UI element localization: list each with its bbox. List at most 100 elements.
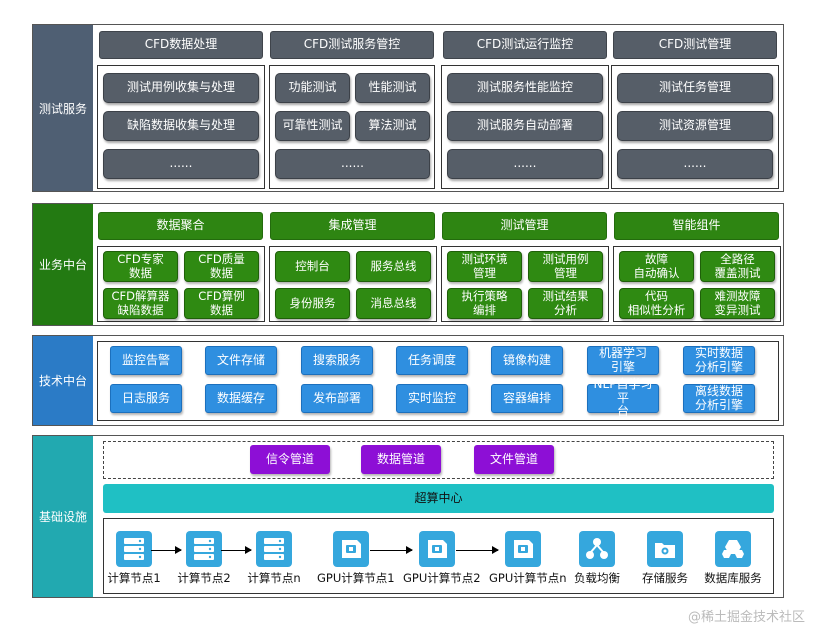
server-icon xyxy=(186,531,222,567)
pipe-signaling: 信令管道 xyxy=(250,445,330,474)
item-log-service: 日志服务 xyxy=(110,384,182,413)
arrow-1 xyxy=(151,546,182,554)
column-header-intelligent-components: 智能组件 xyxy=(614,212,779,240)
node-label: GPU计算节点2 xyxy=(403,571,481,585)
layer-test-services: 测试服务 CFD数据处理 CFD测试服务管控 CFD测试运行监控 CFD测试管理… xyxy=(32,24,784,192)
item-cfd-expert-data: CFD专家 数据 xyxy=(103,251,178,282)
item-data-cache: 数据缓存 xyxy=(205,384,277,413)
column-frame-2 xyxy=(269,65,435,189)
column-header-cfd-data-processing: CFD数据处理 xyxy=(99,31,263,59)
layer-body-infra: 信令管道 数据管道 文件管道 超算中心 计算节点1 计算节点2 计算节点n xyxy=(93,436,783,597)
node-label: 负载均衡 xyxy=(574,571,620,585)
item-defect-data-collection: 缺陷数据收集与处理 xyxy=(103,111,259,141)
node-label: 计算节点n xyxy=(247,571,301,585)
pipes-frame xyxy=(103,441,774,479)
layer-label-text: 基础设施 xyxy=(38,510,87,524)
item-offline-analysis-engine: 离线数据 分析引擎 xyxy=(683,384,755,413)
item-console: 控制台 xyxy=(275,251,350,282)
layer-label-infra: 基础设施 xyxy=(33,436,93,597)
node-gpu-1: GPU计算节点1 xyxy=(317,531,395,586)
layer-business: 业务中台 数据聚合 集成管理 测试管理 智能组件 CFD专家 数据 CFD质量 … xyxy=(32,203,784,326)
item-task-management: 测试任务管理 xyxy=(617,73,773,103)
column-header-cfd-test-service-control: CFD测试服务管控 xyxy=(270,31,434,59)
gpu-card-icon xyxy=(333,531,369,567)
pipe-file: 文件管道 xyxy=(474,445,554,474)
node-database: 数据库服务 xyxy=(699,531,767,586)
server-icon xyxy=(116,531,152,567)
gpu-card-icon xyxy=(419,531,455,567)
business-frame-3 xyxy=(441,246,609,322)
layer-label-test-services: 测试服务 xyxy=(33,25,93,191)
item-search-service: 搜索服务 xyxy=(301,346,373,375)
column-header-test-management: 测试管理 xyxy=(442,212,607,240)
load-balancer-icon xyxy=(579,531,615,567)
layer-body-business: 数据聚合 集成管理 测试管理 智能组件 CFD专家 数据 CFD质量 数据 CF… xyxy=(93,204,783,325)
watermark: @稀土掘金技术社区 xyxy=(687,610,805,625)
item-more-c4: ...... xyxy=(617,149,773,179)
item-realtime-monitoring: 实时监控 xyxy=(396,384,468,413)
node-gpu-n: GPU计算节点n xyxy=(489,531,567,586)
item-file-storage: 文件存储 xyxy=(205,346,277,375)
item-message-bus: 消息总线 xyxy=(356,288,431,319)
business-frame-2 xyxy=(269,246,437,322)
item-cfd-case-data: CFD算例 数据 xyxy=(184,288,259,319)
layer-body-tech: 监控告警 文件存储 搜索服务 任务调度 镜像构建 机器学习 引擎 实时数据 分析… xyxy=(93,336,783,425)
item-monitor-alert: 监控告警 xyxy=(110,346,182,375)
item-reliability-test: 可靠性测试 xyxy=(275,111,350,141)
item-more-c2: ...... xyxy=(275,149,430,179)
node-label: 数据库服务 xyxy=(704,571,762,585)
item-code-similarity: 代码 相似性分析 xyxy=(619,288,694,319)
item-execution-strategy: 执行策略 编排 xyxy=(447,288,522,319)
node-compute-1: 计算节点1 xyxy=(100,531,168,586)
item-resource-management: 测试资源管理 xyxy=(617,111,773,141)
server-icon xyxy=(256,531,292,567)
item-container-orchestration: 容器编排 xyxy=(491,384,563,413)
node-label: 计算节点1 xyxy=(107,571,161,585)
layer-body-test-services: CFD数据处理 CFD测试服务管控 CFD测试运行监控 CFD测试管理 测试用例… xyxy=(93,25,783,191)
column-header-data-aggregation: 数据聚合 xyxy=(98,212,263,240)
business-frame-1 xyxy=(97,246,265,322)
item-test-case-collection: 测试用例收集与处理 xyxy=(103,73,259,103)
item-test-env-management: 测试环境 管理 xyxy=(447,251,522,282)
item-performance-test: 性能测试 xyxy=(355,73,430,103)
item-ml-engine: 机器学习 引擎 xyxy=(587,346,659,375)
layer-label-tech: 技术中台 xyxy=(33,336,93,425)
layer-tech: 技术中台 监控告警 文件存储 搜索服务 任务调度 镜像构建 机器学习 引擎 实时… xyxy=(32,335,784,426)
item-task-scheduling: 任务调度 xyxy=(396,346,468,375)
layer-label-text: 测试服务 xyxy=(38,101,87,116)
item-release-deploy: 发布部署 xyxy=(301,384,373,413)
node-compute-n: 计算节点n xyxy=(240,531,308,586)
database-icon xyxy=(715,531,751,567)
layer-label-business: 业务中台 xyxy=(33,204,93,325)
supercomputing-center-bar: 超算中心 xyxy=(103,484,774,513)
node-compute-2: 计算节点2 xyxy=(170,531,238,586)
node-label: 存储服务 xyxy=(642,571,688,585)
column-frame-3 xyxy=(441,65,609,189)
node-load-balancer: 负载均衡 xyxy=(563,531,631,586)
arrow-3 xyxy=(370,546,413,554)
column-header-integration-management: 集成管理 xyxy=(270,212,435,240)
item-fault-auto-confirm: 故障 自动确认 xyxy=(619,251,694,282)
item-algorithm-test: 算法测试 xyxy=(355,111,430,141)
item-more-c1: ...... xyxy=(103,149,259,179)
item-realtime-analysis-engine: 实时数据 分析引擎 xyxy=(683,346,755,375)
item-service-performance-monitoring: 测试服务性能监控 xyxy=(447,73,603,103)
item-image-build: 镜像构建 xyxy=(491,346,563,375)
layer-infra: 基础设施 信令管道 数据管道 文件管道 超算中心 计算节点1 计算节点2 xyxy=(32,435,784,598)
item-nlp-platform: NLP自学习平 台 xyxy=(587,377,659,418)
pipe-data: 数据管道 xyxy=(361,445,441,474)
node-label: GPU计算节点n xyxy=(489,571,567,585)
nodes-frame xyxy=(103,518,774,594)
item-identity-service: 身份服务 xyxy=(275,288,350,319)
business-frame-4 xyxy=(613,246,781,322)
layer-label-text: 业务中台 xyxy=(38,258,87,272)
column-frame-1 xyxy=(97,65,265,189)
column-frame-4 xyxy=(611,65,779,189)
column-header-cfd-test-management: CFD测试管理 xyxy=(613,31,777,59)
node-storage: 存储服务 xyxy=(631,531,699,586)
node-gpu-2: GPU计算节点2 xyxy=(403,531,481,586)
item-test-case-management: 测试用例 管理 xyxy=(528,251,603,282)
tech-frame xyxy=(97,341,779,421)
arrow-4 xyxy=(456,546,499,554)
item-mutation-test: 难测故障 变异测试 xyxy=(700,288,775,319)
